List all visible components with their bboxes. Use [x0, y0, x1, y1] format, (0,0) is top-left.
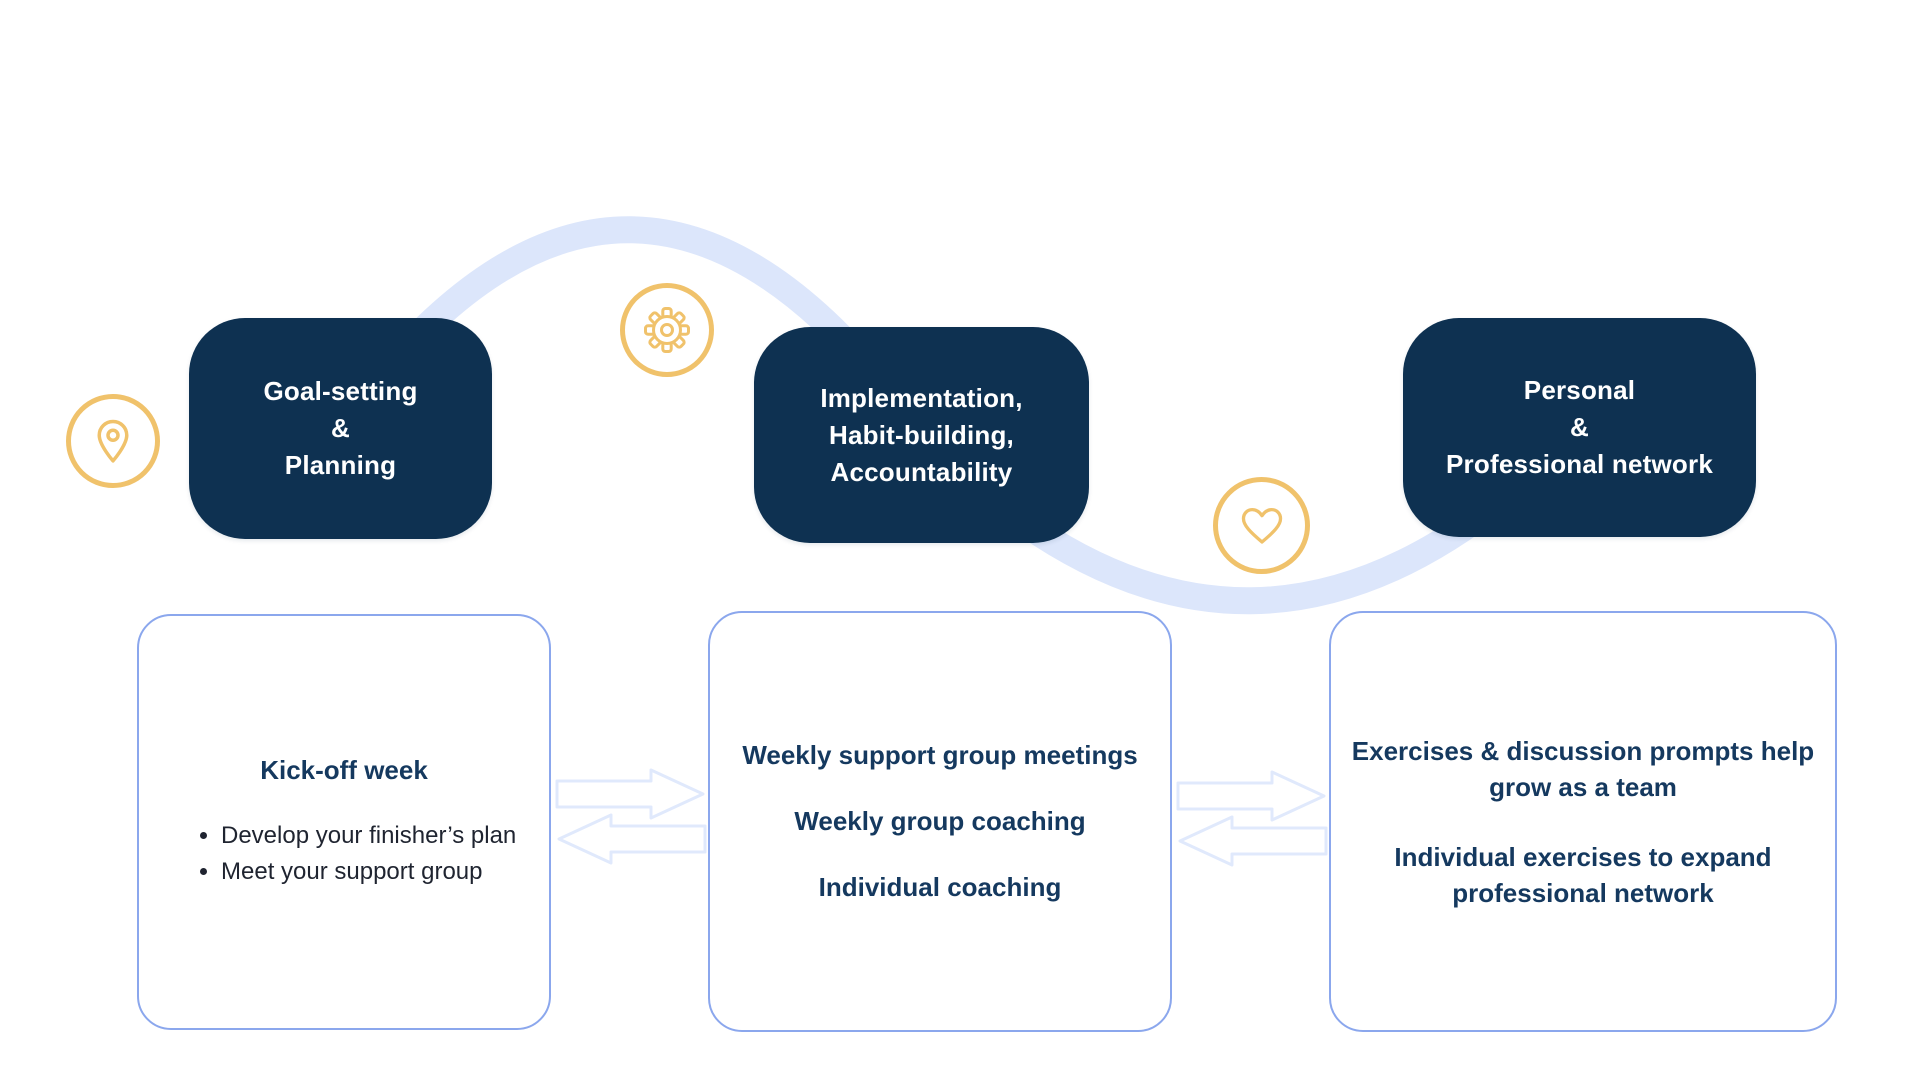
stage-line: &: [1570, 412, 1589, 442]
stage-box-implementation: Implementation, Habit-building, Accounta…: [754, 327, 1089, 543]
para-line: grow as a team: [1489, 771, 1677, 802]
stage-network-label: Personal & Professional network: [1446, 372, 1713, 483]
stage-box-network: Personal & Professional network: [1403, 318, 1756, 537]
card-line: Weekly support group meetings: [742, 740, 1138, 770]
card-title: Kick-off week: [260, 754, 428, 785]
stage-line: Planning: [284, 450, 397, 480]
stage-line: Personal: [1523, 375, 1636, 405]
card-kickoff-week: Kick-off week Develop your finisher’s pl…: [137, 614, 551, 1030]
stage-line: Implementation,: [820, 382, 1023, 413]
card-exercises: Exercises & discussion prompts help grow…: [1329, 611, 1837, 1032]
location-pin-icon: [66, 394, 160, 488]
stage-line: Goal-setting: [263, 376, 418, 406]
para-line: professional network: [1452, 877, 1714, 908]
para-line: Individual exercises to expand: [1394, 841, 1772, 872]
card-line: Individual coaching: [818, 872, 1062, 902]
kickoff-bullet-list: Develop your finisher’s plan Meet your s…: [191, 818, 516, 890]
para-line: Exercises & discussion prompts help: [1351, 735, 1815, 766]
bidirectional-arrows-left: [555, 768, 707, 865]
card-weekly-support: Weekly support group meetings Weekly gro…: [708, 611, 1172, 1032]
stage-line: Professional network: [1446, 449, 1713, 479]
card-paragraph: Exercises & discussion prompts help grow…: [1352, 733, 1814, 805]
bullet-item: Develop your finisher’s plan: [221, 818, 516, 854]
stage-line: Accountability: [830, 456, 1013, 487]
stage-implementation-label: Implementation, Habit-building, Accounta…: [820, 380, 1022, 491]
bullet-item: Meet your support group: [221, 854, 516, 890]
card-paragraph: Individual exercises to expand professio…: [1394, 839, 1771, 911]
stage-box-goal-setting: Goal-setting & Planning: [189, 318, 492, 539]
card-line: Weekly group coaching: [794, 806, 1086, 836]
heart-icon: [1213, 477, 1310, 574]
stage-line: Habit-building,: [829, 419, 1014, 450]
stage-line: &: [331, 413, 350, 443]
stage-goal-setting-label: Goal-setting & Planning: [263, 373, 417, 484]
bidirectional-arrows-right: [1176, 770, 1328, 867]
gear-icon: [620, 283, 714, 377]
